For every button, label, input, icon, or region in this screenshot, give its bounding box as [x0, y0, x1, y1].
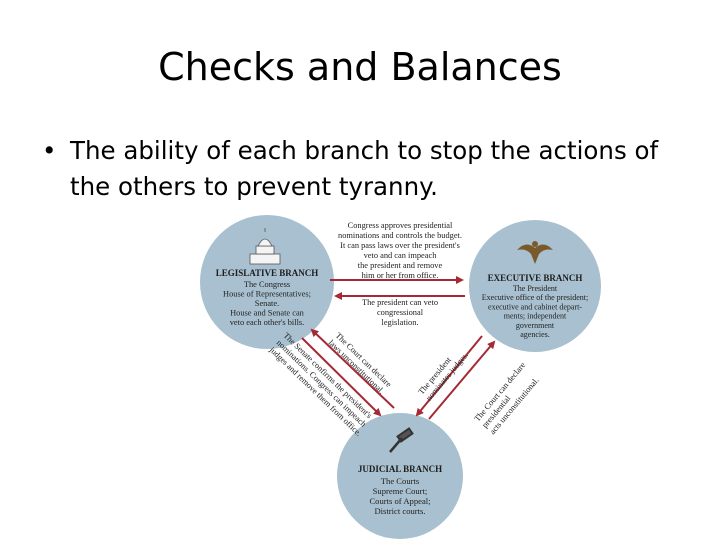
- diagram-text-line: ments; independent: [504, 312, 567, 321]
- arrow-congress-to-court: [301, 337, 382, 417]
- diagram-text-line: Congress approves presidential: [348, 221, 453, 230]
- judicial-title: JUDICIAL BRANCH: [358, 464, 442, 474]
- label-senate-to-court: The Senate confirms the president'snomin…: [267, 331, 374, 438]
- bullet-text: The ability of each branch to stop the a…: [70, 136, 659, 201]
- diagram-text-line: veto each other's bills.: [230, 318, 305, 327]
- diagram-text-line: congressional: [377, 308, 424, 317]
- diagram-text-line: Senate.: [255, 299, 279, 308]
- eagle-icon: [517, 241, 553, 264]
- judicial-circle: [337, 413, 463, 539]
- diagram-text-line: legislation.: [382, 318, 419, 327]
- arrow-president-to-court: [415, 335, 483, 417]
- diagram-text-line: the president and remove: [358, 261, 443, 270]
- diagram-text-line: Courts of Appeal;: [369, 496, 430, 506]
- capitol-icon: [249, 228, 281, 265]
- diagram-text-line: The president can veto: [362, 298, 438, 307]
- diagram-text-line: veto and can impeach: [364, 251, 438, 260]
- diagram-text-line: Supreme Court;: [373, 486, 428, 496]
- executive-title: EXECUTIVE BRANCH: [488, 273, 583, 283]
- bullet-dot: •: [42, 136, 57, 165]
- label-congress-to-president: Congress approves presidentialnomination…: [338, 221, 462, 280]
- gavel-icon: [389, 427, 414, 453]
- diagram-text-line: executive and cabinet depart-: [488, 302, 582, 311]
- arrow-court-to-president: [428, 340, 496, 420]
- diagram-text-line: agencies.: [520, 330, 550, 339]
- arrow-court-to-congress: [310, 328, 395, 409]
- label-president-to-congress: The president can vetocongressionallegis…: [362, 298, 438, 327]
- legislative-title: LEGISLATIVE BRANCH: [216, 268, 319, 278]
- legislative-circle: [200, 215, 334, 349]
- diagram-text-line: The Congress: [244, 280, 290, 289]
- diagram-text-line: House of Representatives;: [223, 290, 311, 299]
- diagram-text-line: Executive office of the president;: [482, 293, 588, 302]
- diagram-text-line: District courts.: [374, 506, 425, 516]
- diagram-text-line: The Courts: [381, 476, 420, 486]
- bullet-item: • The ability of each branch to stop the…: [42, 133, 682, 205]
- slide-title: Checks and Balances: [158, 45, 562, 89]
- executive-circle: [469, 220, 601, 352]
- diagram-text-line: It can pass laws over the president's: [340, 241, 460, 250]
- diagram-text-line: House and Senate can: [230, 309, 305, 318]
- diagram-text-line: government: [516, 321, 555, 330]
- diagram-text-line: The President: [513, 284, 558, 293]
- diagram-text-line: him or her from office.: [362, 271, 439, 280]
- diagram-text-line: nominations and controls the budget.: [338, 231, 462, 240]
